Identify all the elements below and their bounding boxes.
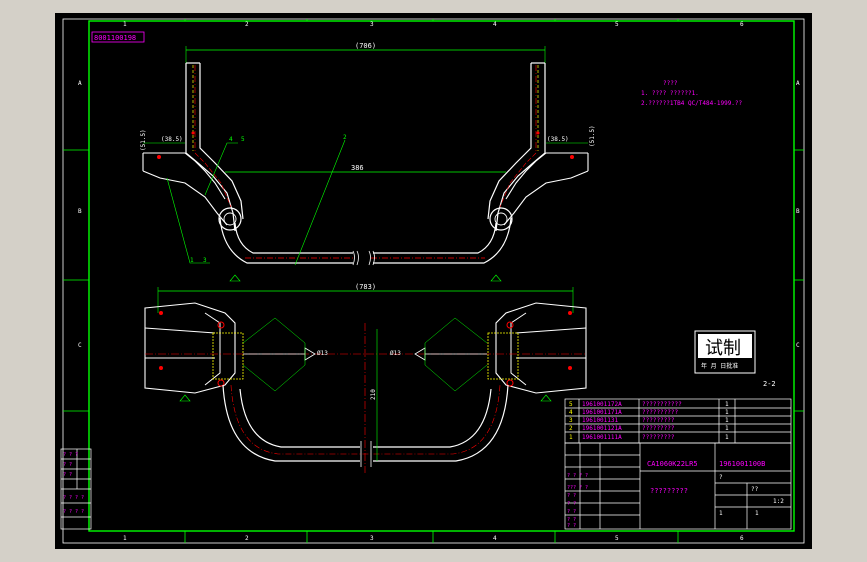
dim-left-51: (51.5) — [140, 129, 147, 151]
zone-col-3: 3 — [370, 21, 374, 28]
part-3-code: 1961001131 — [582, 417, 619, 424]
zone-col-1: 1 — [123, 21, 127, 28]
dim-right-38: (38.5) — [547, 136, 569, 143]
phi-left: Ø13 — [317, 350, 328, 357]
dim-vertical: 210 — [370, 389, 377, 400]
balloon-4: 4 — [229, 136, 233, 143]
cad-drawing-viewport[interactable]: 1 2 3 4 5 6 1 2 3 4 5 6 A B C A B C 8001… — [55, 13, 812, 549]
part-4-qty: 1 — [725, 409, 729, 416]
balloon-3: 3 — [203, 257, 207, 264]
title-drawing-no: 1961001100B — [719, 460, 765, 468]
balloon-2: 2 — [343, 134, 347, 141]
title-left-row-5: ? ? — [567, 509, 576, 515]
drawing-sheet: 1 2 3 4 5 6 1 2 3 4 5 6 A B C A B C 8001… — [60, 18, 805, 544]
stamp-main: 试制 — [705, 338, 741, 359]
left-revision-block — [60, 448, 92, 530]
zone-row-a: A — [78, 80, 82, 87]
part-1-name: ????????? — [642, 434, 675, 441]
title-sheet-total: 1 — [719, 510, 723, 517]
title-sheet-no: 1 — [755, 510, 759, 517]
part-4-code: 1961001171A — [582, 409, 622, 416]
title-left-row-7: ? ? — [567, 523, 576, 529]
technical-notes: ???? 1. ???? ??????1. 2.??????1TB4 QC/T4… — [641, 80, 743, 107]
part-1-qty: 1 — [725, 434, 729, 441]
zone-row-c-right: C — [796, 342, 800, 349]
part-2-code: 1961001121A — [582, 425, 622, 432]
title-left-row-1: ? ? ? ? — [567, 473, 588, 479]
left-block-1: ? ? ? — [63, 452, 78, 458]
bottom-view: (783) Ø13 Ø1 — [144, 283, 587, 473]
title-left-row-2: ??? ? ? — [567, 485, 588, 491]
dim-bottom-width: (783) — [355, 283, 376, 291]
dim-left-38: (38.5) — [161, 136, 183, 143]
part-5-no: 5 — [569, 401, 573, 408]
zone-ticks — [63, 19, 804, 543]
title-block — [564, 442, 792, 530]
left-block-4: ? ? ? ? — [63, 495, 84, 501]
dim-spacing: 386 — [351, 164, 364, 172]
part-4-name: ?????????? — [642, 409, 679, 416]
title-part-name: ????????? — [650, 487, 688, 495]
balloon-1: 1 — [190, 257, 194, 264]
part-2-no: 2 — [569, 425, 573, 432]
zone-col-3-bottom: 3 — [370, 535, 374, 542]
zone-row-c: C — [78, 342, 82, 349]
part-5-qty: 1 — [725, 401, 729, 408]
part-3-name: ????????? — [642, 417, 675, 424]
zone-col-4-bottom: 4 — [493, 535, 497, 542]
title-weight-label: ? — [719, 474, 723, 481]
section-label: 2-2 — [763, 380, 776, 388]
part-5-name: ??????????? — [642, 401, 682, 408]
part-1-code: 1961001111A — [582, 434, 622, 441]
zone-col-5: 5 — [615, 21, 619, 28]
zone-col-6-bottom: 6 — [740, 535, 744, 542]
zone-row-a-right: A — [796, 80, 800, 87]
zone-col-5-bottom: 5 — [615, 535, 619, 542]
zone-col-1-bottom: 1 — [123, 535, 127, 542]
zone-col-4: 4 — [493, 21, 497, 28]
trial-stamp: 试制 年 月 日批准 — [694, 330, 756, 374]
left-block-5: ? ? ? ? — [63, 509, 84, 515]
code-box — [91, 31, 145, 43]
zone-row-b-right: B — [796, 208, 800, 215]
balloon-5: 5 — [241, 136, 245, 143]
zone-row-b: B — [78, 208, 82, 215]
dim-top-width: (706) — [355, 42, 376, 50]
phi-right: Ø13 — [390, 350, 401, 357]
title-model: CA1060K22LR5 — [647, 460, 698, 468]
dim-right-51: (51.5) — [589, 125, 596, 147]
stamp-sub: 年 月 日批准 — [701, 362, 738, 370]
notes-line-1: 1. ???? ??????1. — [641, 90, 699, 97]
part-3-no: 3 — [569, 417, 573, 424]
inner-border — [88, 20, 795, 532]
left-block-3: ? ? — [63, 472, 72, 478]
top-view: (706) — [140, 42, 596, 282]
title-scale: 1:2 — [773, 498, 784, 505]
title-left-row-3: ? ? — [567, 493, 576, 499]
part-2-name: ????????? — [642, 425, 675, 432]
part-1-no: 1 — [569, 434, 573, 441]
part-2-qty: 1 — [725, 425, 729, 432]
part-3-qty: 1 — [725, 417, 729, 424]
zone-col-6: 6 — [740, 21, 744, 28]
parts-list — [564, 398, 792, 444]
notes-title: ???? — [663, 80, 678, 87]
zone-col-2: 2 — [245, 21, 249, 28]
title-scale-label: ?? — [751, 486, 759, 493]
title-left-row-6: ? ? — [567, 517, 576, 523]
outer-border — [62, 18, 805, 544]
code-box-text: 8001100198 — [94, 34, 136, 42]
left-block-2: ? ? — [63, 462, 72, 468]
notes-line-2: 2.??????1TB4 QC/T484-1999.?? — [641, 100, 743, 107]
title-left-row-4: ? ? — [567, 501, 576, 507]
part-5-code: 1961001172A — [582, 401, 622, 408]
zone-col-2-bottom: 2 — [245, 535, 249, 542]
part-4-no: 4 — [569, 409, 573, 416]
